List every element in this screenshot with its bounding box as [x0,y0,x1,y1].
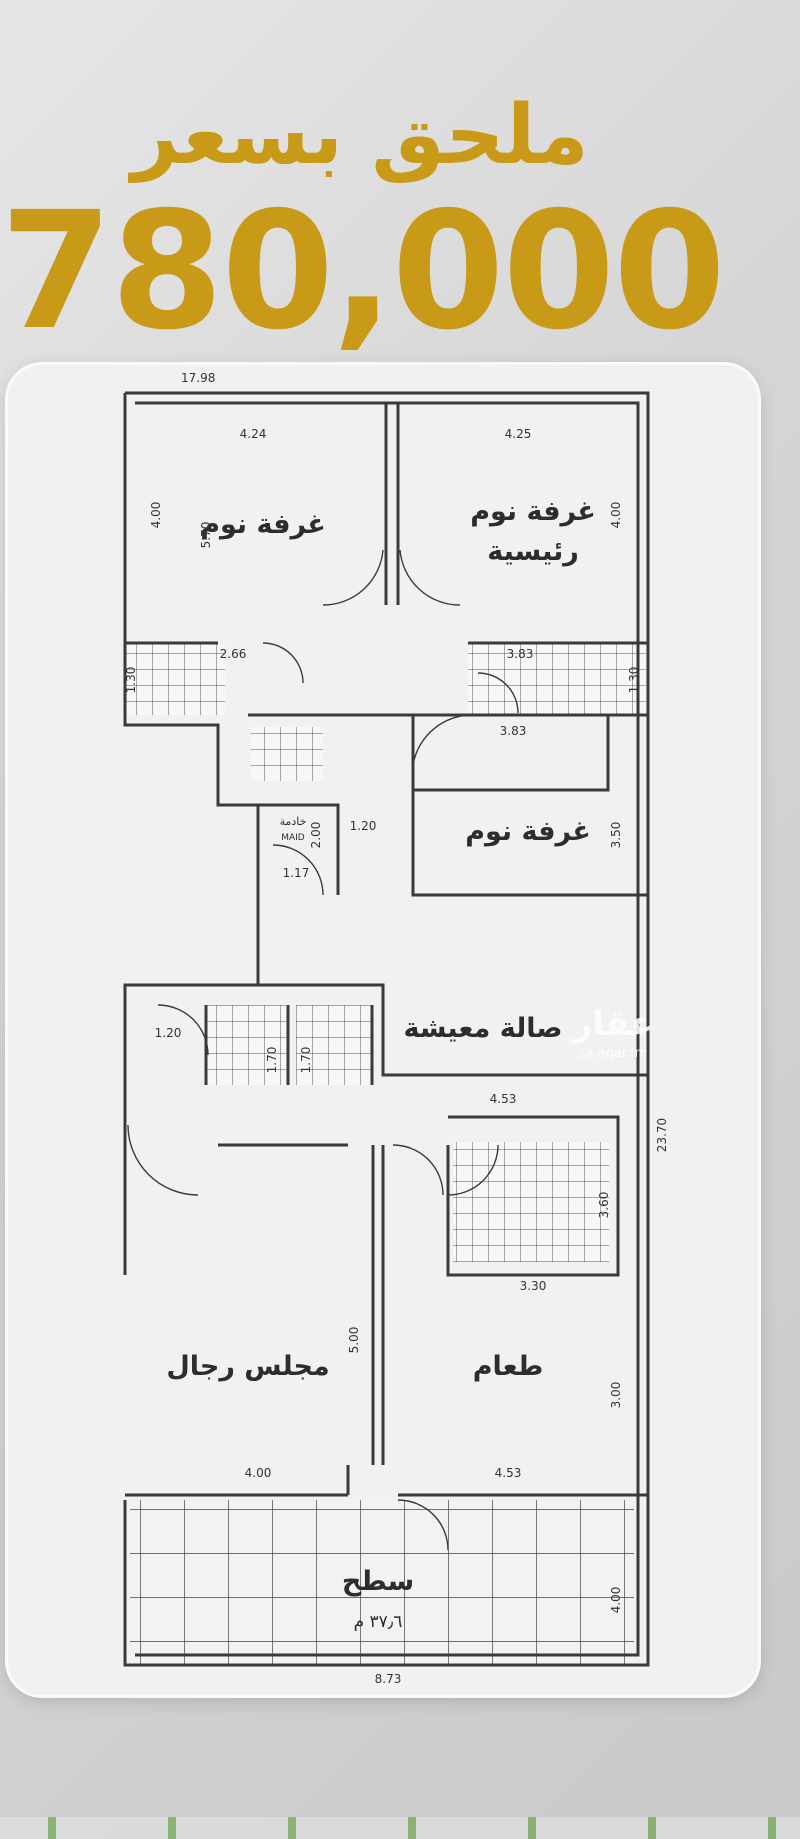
bath-right-tiles [468,643,646,715]
label-dining: طعام [473,1351,544,1382]
dim-bath-right-depth: 1.30 [627,667,641,694]
dim-overall-width: 17.98 [181,371,215,385]
dim-overall-depth: 23.70 [655,1118,669,1152]
dim-bath-left-depth: 1.30 [124,667,138,694]
label-bedroom-top-left: غرفة نوم [200,509,326,540]
dim-wc-depth-b: 1.70 [299,1047,313,1074]
label-roof-area: ٣٧٫٦ م [354,1612,403,1632]
dim-majlis-depth: 5.00 [347,1327,361,1354]
door-swings [127,549,519,1551]
dim-bedroom-middle-depth: 3.50 [609,822,623,849]
label-mens-majlis: مجلس رجال [166,1351,329,1382]
dim-bath-right-width: 3.83 [507,647,534,661]
watermark-brand: عقار [571,1004,653,1044]
label-master-bedroom: غرفة نوم [470,496,596,527]
dim-bath-left-width: 2.66 [220,647,247,661]
dim-roof-width: 8.73 [375,1672,402,1686]
dim-entry-width: 1.20 [155,1026,182,1040]
dim-wing-depth: 5.70 [199,522,213,549]
dim-kitchen-width: 3.30 [520,1279,547,1293]
label-maid-ar: خادمة [280,815,307,828]
wc-left-tiles [206,1005,286,1085]
dim-majlis-width: 4.00 [245,1466,272,1480]
floorplan-drawing: غرفة نوم غرفة نوم رئيسية غرفة نوم خادمة … [123,371,669,1686]
label-bedroom-middle: غرفة نوم [465,816,591,847]
dim-kitchen-depth: 3.60 [597,1192,611,1219]
watermark-site: sa.aqar.fm [579,1046,648,1061]
roof-tiles [130,1500,634,1665]
dim-maid-depth: 2.00 [309,822,323,849]
label-maid-en: MAID [281,833,305,843]
label-roof: سطح [342,1566,414,1597]
label-living-hall: صالة معيشة [404,1013,563,1044]
headline-subtitle: ملحق بسعر [131,88,589,183]
maid-bath-tiles [251,727,323,781]
decorative-footer-strip [0,1817,800,1839]
dim-corridor-width: 1.20 [350,819,377,833]
dim-dining-width: 4.53 [495,1466,522,1480]
dim-wc-depth-a: 1.70 [265,1047,279,1074]
wc-right-tiles [296,1005,372,1085]
kitchen-tiles [453,1142,609,1262]
dim-bedroom-middle-width: 3.83 [500,724,527,738]
dim-maid-width: 1.17 [283,866,310,880]
dim-master-bedroom-depth: 4.00 [609,502,623,529]
dim-living-width: 4.53 [490,1092,517,1106]
headline-price: 780,000 [0,178,726,366]
floorplan-card: غرفة نوم غرفة نوم رئيسية غرفة نوم خادمة … [8,365,758,1695]
walls [123,391,650,1667]
dim-bedroom-top-depth: 4.00 [149,502,163,529]
label-master-bedroom-line2: رئيسية [487,536,579,567]
dim-dining-depth: 3.00 [609,1382,623,1409]
dim-bedroom-top-left-width: 4.24 [240,427,267,441]
bath-left-tiles [125,643,225,715]
dim-roof-depth: 4.00 [609,1587,623,1614]
dim-master-bedroom-width: 4.25 [505,427,532,441]
